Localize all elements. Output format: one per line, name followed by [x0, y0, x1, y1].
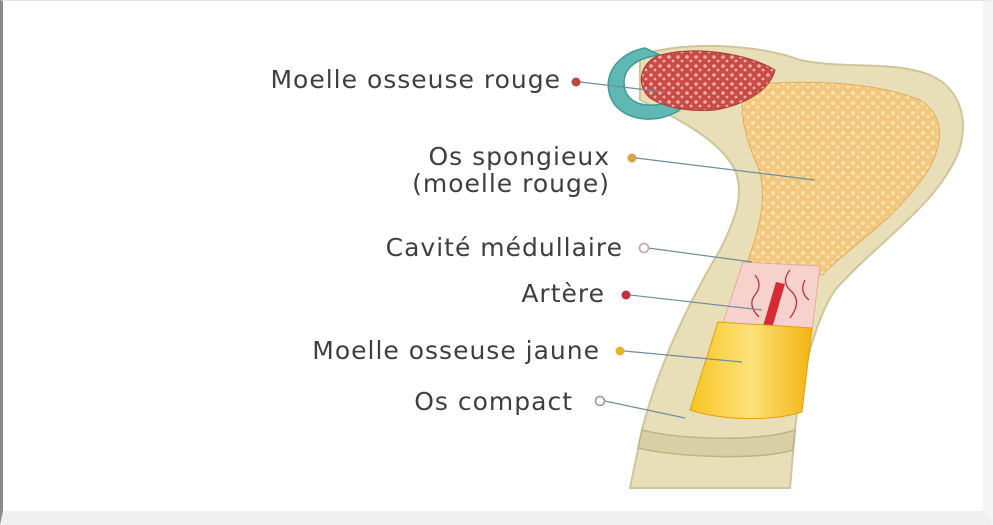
label-yellow-marrow: Moelle osseuse jaune [312, 337, 600, 365]
label-spongy-bone-line2: (moelle rouge) [412, 170, 610, 198]
dot-spongy [628, 154, 637, 163]
dot-compact [596, 397, 605, 406]
dot-artery [622, 291, 631, 300]
dot-red-marrow [572, 78, 581, 87]
label-medullary-cavity: Cavité médullaire [386, 234, 623, 262]
spongy-bone-shape [742, 82, 939, 275]
label-artery: Artère [521, 280, 605, 308]
dot-yellow [616, 347, 625, 356]
label-spongy-bone-line1: Os spongieux [428, 143, 610, 171]
dot-cavity [640, 244, 649, 253]
label-compact-bone: Os compact [414, 388, 573, 416]
label-red-marrow: Moelle osseuse rouge [270, 66, 561, 94]
